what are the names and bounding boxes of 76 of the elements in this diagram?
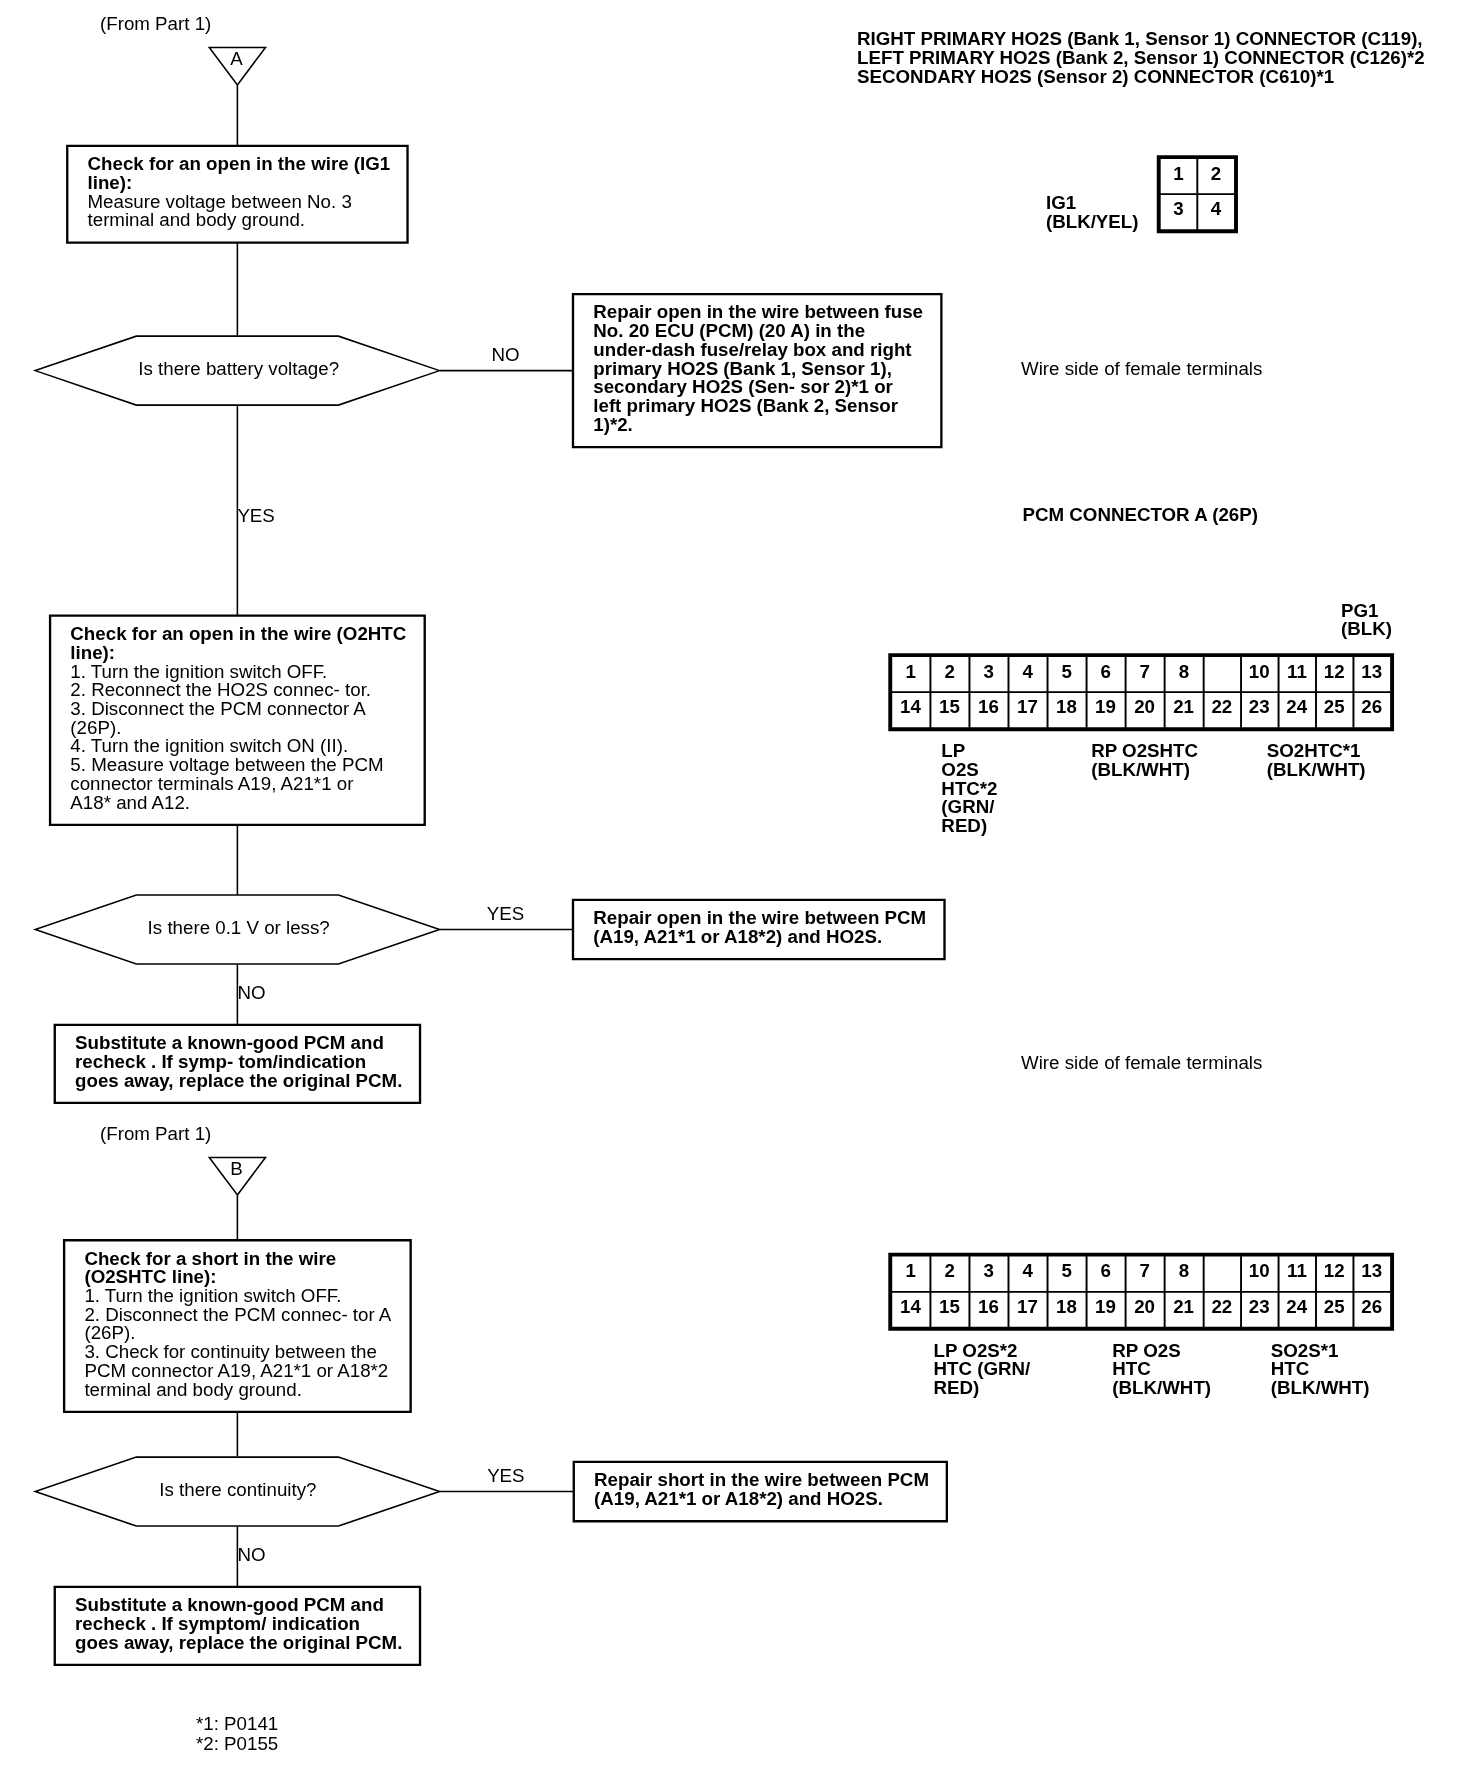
- label: 1: [904, 660, 916, 682]
- label: RIGHT PRIMARY HO2S (Bank 1, Sensor 1) CONNECTOR (C119),: [856, 28, 1423, 50]
- label: 1: [1172, 162, 1184, 184]
- label: 8: [1178, 1260, 1189, 1282]
- label: 26: [1360, 1295, 1382, 1317]
- label: 24: [1285, 696, 1307, 718]
- label: 6: [1100, 1260, 1111, 1282]
- label: 13: [1360, 660, 1382, 682]
- label: 18: [1055, 696, 1077, 718]
- label: *1: P0141: [195, 1712, 278, 1734]
- label: SO2HTC*1 (BLK/WHT): [1266, 740, 1366, 780]
- label: 11: [1286, 1260, 1307, 1282]
- edge-label: YES: [236, 505, 275, 527]
- label: 19: [1094, 1295, 1116, 1317]
- label: 21: [1172, 696, 1194, 718]
- label: Wire side of female terminals: [1020, 1051, 1262, 1073]
- node-label: (From Part 1): [99, 1122, 211, 1144]
- edge-label: NO: [236, 1544, 265, 1566]
- label: 3: [983, 660, 994, 682]
- label: RP O2S HTC (BLK/WHT): [1111, 1339, 1211, 1399]
- edge-label: NO: [236, 982, 265, 1004]
- label: 12: [1323, 660, 1345, 682]
- label: 4: [1022, 660, 1033, 682]
- label: 22: [1210, 1295, 1232, 1317]
- label: 23: [1248, 1295, 1270, 1317]
- label: 23: [1248, 696, 1270, 718]
- label: 12: [1323, 1260, 1345, 1282]
- label: IG1 (BLK/YEL): [1045, 192, 1139, 232]
- edge-label: NO: [490, 343, 520, 365]
- label: 11: [1286, 660, 1307, 682]
- label: 15: [938, 1295, 960, 1317]
- edge-label: YES: [486, 902, 524, 924]
- label: 10: [1248, 660, 1270, 682]
- label: LP O2S HTC*2 (GRN/ RED): [940, 740, 998, 837]
- label: Wire side of female terminals: [1020, 358, 1262, 380]
- label: 21: [1172, 1295, 1194, 1317]
- edge-label: YES: [486, 1464, 525, 1486]
- label: 15: [938, 696, 960, 718]
- label: 3: [983, 1260, 994, 1282]
- label: *2: P0155: [195, 1733, 278, 1755]
- label: 8: [1178, 660, 1189, 682]
- label: 20: [1133, 1295, 1155, 1317]
- label: 13: [1360, 1260, 1382, 1282]
- label: 5: [1061, 660, 1072, 682]
- label: 19: [1094, 696, 1116, 718]
- label: 14: [899, 696, 921, 718]
- label: 20: [1133, 696, 1155, 718]
- label: 6: [1100, 660, 1111, 682]
- label: 4: [1210, 198, 1221, 220]
- label: 17: [1016, 696, 1038, 718]
- label: 7: [1139, 1260, 1150, 1282]
- label: 2: [944, 660, 955, 682]
- label: PCM CONNECTOR A (26P): [1022, 503, 1258, 525]
- label: 18: [1055, 1295, 1077, 1317]
- label: 5: [1061, 1260, 1072, 1282]
- label: 4: [1022, 1260, 1033, 1282]
- label: 24: [1285, 1295, 1307, 1317]
- label: 17: [1016, 1295, 1038, 1317]
- label: 10: [1248, 1260, 1270, 1282]
- label: 25: [1323, 696, 1345, 718]
- label: 22: [1210, 696, 1232, 718]
- label: 25: [1323, 1295, 1345, 1317]
- label: 26: [1360, 696, 1382, 718]
- label: 2: [1210, 162, 1221, 184]
- label: 2: [944, 1260, 955, 1282]
- label: 16: [977, 696, 999, 718]
- label: 1: [904, 1260, 916, 1282]
- label: RP O2SHTC (BLK/WHT): [1090, 740, 1198, 780]
- label: PG1 (BLK): [1340, 599, 1392, 640]
- node-label: (From Part 1): [99, 12, 211, 34]
- label: 16: [977, 1295, 999, 1317]
- label: 7: [1139, 660, 1150, 682]
- label: SO2S*1 HTC (BLK/WHT): [1270, 1339, 1369, 1399]
- label: 3: [1172, 198, 1184, 220]
- label: 14: [899, 1295, 921, 1317]
- label: LP O2S*2 HTC (GRN/ RED): [933, 1339, 1030, 1399]
